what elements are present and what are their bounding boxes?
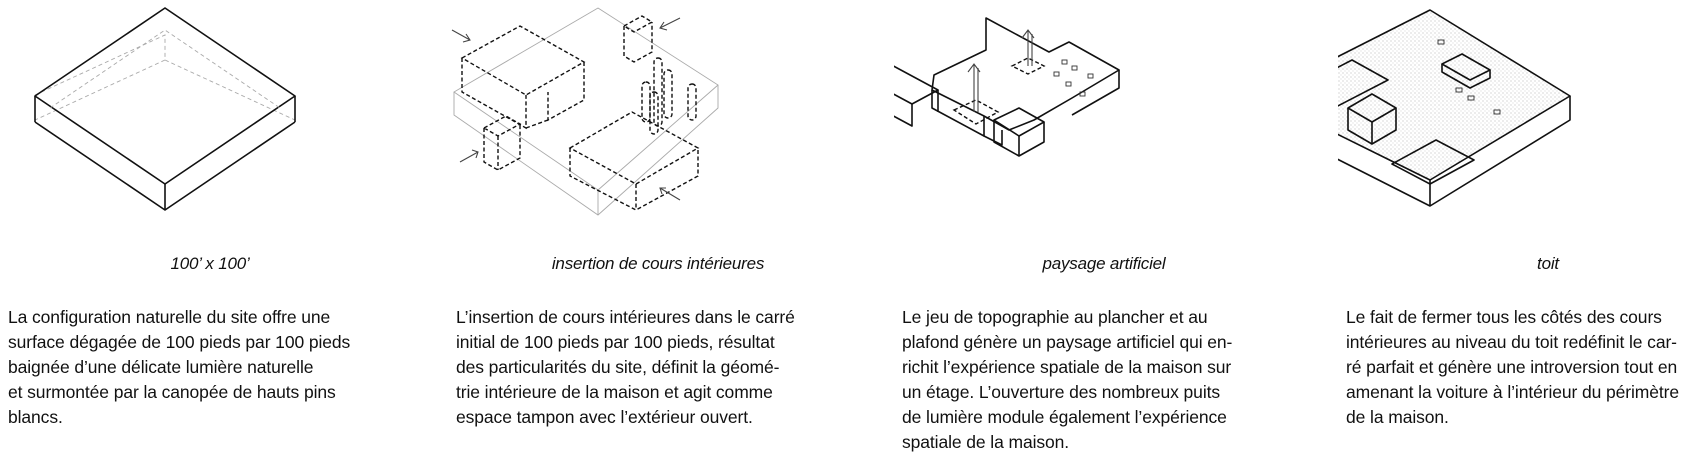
description: Le jeu de topographie au plancher et au … bbox=[902, 305, 1302, 455]
description-line: et surmontée par la canopée de hauts pin… bbox=[8, 382, 336, 402]
description-line: espace tampon avec l’extérieur ouvert. bbox=[456, 407, 753, 427]
description-line: surface dégagée de 100 pieds par 100 pie… bbox=[8, 332, 351, 352]
courtyard-volume-top bbox=[622, 15, 654, 63]
description-line: de lumière module également l’expérience bbox=[902, 407, 1227, 427]
description: La configuration naturelle du site offre… bbox=[8, 305, 408, 430]
panel-site-square: 100’ x 100’ La configuration naturelle d… bbox=[0, 0, 420, 457]
diagram-courtyards bbox=[451, 7, 719, 216]
roof-courtyards bbox=[1338, 53, 1491, 185]
description-line: La configuration naturelle du site offre… bbox=[8, 307, 331, 327]
description-line: ré parfait et génère une introversion to… bbox=[1346, 357, 1678, 377]
landscape-floor bbox=[894, 17, 1120, 157]
courtyard-volume-front bbox=[568, 111, 700, 211]
panel-courtyards: insertion de cours intérieures L’inserti… bbox=[448, 0, 868, 457]
courtyard-volume-left bbox=[460, 25, 586, 130]
roof-volume bbox=[1347, 93, 1397, 145]
arrow-icon bbox=[967, 29, 1035, 112]
description-line: Le jeu de topographie au plancher et au bbox=[902, 307, 1208, 327]
description-line: richit l’expérience spatiale de la maiso… bbox=[902, 357, 1232, 377]
description-line: baignée d’une délicate lumière naturelle bbox=[8, 357, 314, 377]
description-line: Le fait de fermer tous les côtés des cou… bbox=[1346, 307, 1662, 327]
diagram-roof bbox=[1338, 9, 1571, 207]
description-line: trie intérieure de la maison et agit com… bbox=[456, 382, 773, 402]
skylights bbox=[1053, 59, 1094, 97]
description-line: intérieures au niveau du toit redéfinit … bbox=[1346, 332, 1677, 352]
description-line: des particularités du site, définit la g… bbox=[456, 357, 780, 377]
roof-drawing bbox=[1338, 9, 1571, 207]
caption: insertion de cours intérieures bbox=[551, 254, 765, 273]
description-line: plafond génère un paysage artificiel qui… bbox=[902, 332, 1233, 352]
panel-roof: toit Le fait de fermer tous les côtés de… bbox=[1338, 0, 1700, 457]
diagram-site-square bbox=[34, 7, 296, 211]
description-line: blancs. bbox=[8, 407, 63, 427]
courtyard-volume-small-left bbox=[482, 115, 522, 171]
slab-drawing bbox=[34, 7, 296, 211]
light-wells bbox=[641, 57, 697, 135]
panel-artificial-landscape: paysage artificiel Le jeu de topographie… bbox=[894, 0, 1314, 457]
diagram-artificial-landscape bbox=[894, 17, 1120, 157]
light-well-areas bbox=[952, 57, 1046, 125]
description: Le fait de fermer tous les côtés des cou… bbox=[1346, 305, 1700, 430]
description-line: L’insertion de cours intérieures dans le… bbox=[456, 307, 795, 327]
caption: toit bbox=[1537, 254, 1559, 273]
description-line: spatiale de la maison. bbox=[902, 432, 1070, 452]
description-line: initial de 100 pieds par 100 pieds, résu… bbox=[456, 332, 775, 352]
description-line: un étage. L’ouverture des nombreux puits bbox=[902, 382, 1221, 402]
description-line: amenant la voiture à l’intérieur du péri… bbox=[1346, 382, 1680, 402]
caption: 100’ x 100’ bbox=[170, 254, 250, 273]
arrow-icon bbox=[451, 17, 681, 201]
caption: paysage artificiel bbox=[1042, 254, 1166, 273]
skylights bbox=[1437, 39, 1501, 115]
description-line: de la maison. bbox=[1346, 407, 1449, 427]
description: L’insertion de cours intérieures dans le… bbox=[456, 305, 856, 430]
